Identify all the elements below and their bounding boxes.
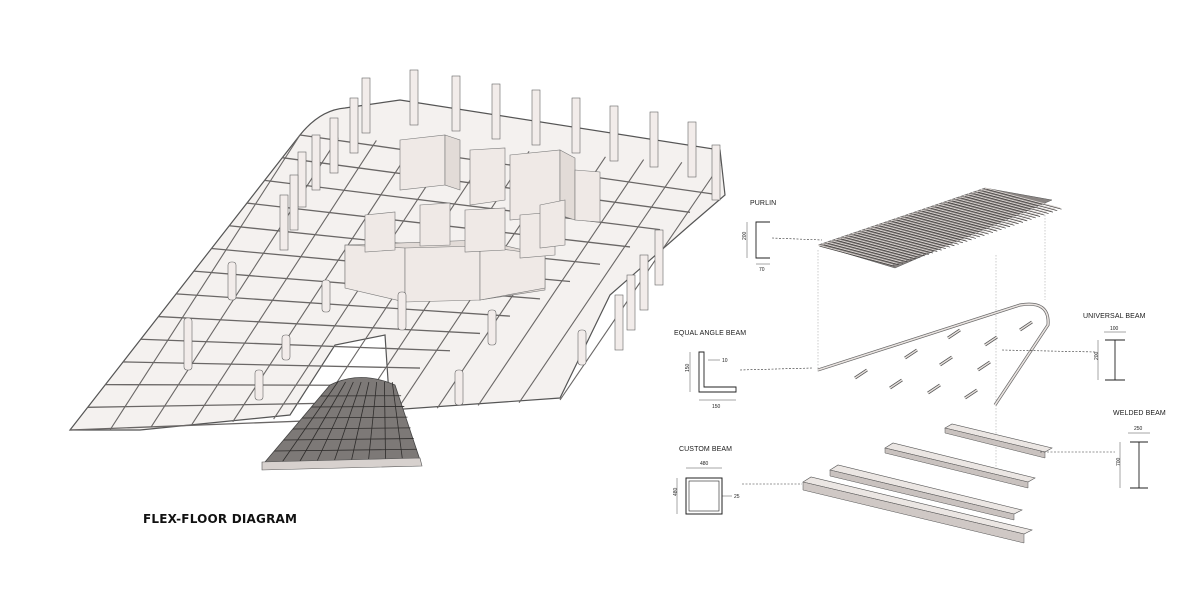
column xyxy=(349,97,359,154)
round-column xyxy=(183,317,193,371)
equal-angle-label: EQUAL ANGLE BEAM xyxy=(674,330,746,337)
purlin-callout: PURLIN 200 70 xyxy=(742,200,823,273)
svg-text:250: 250 xyxy=(1134,426,1143,432)
column xyxy=(711,144,721,201)
round-column xyxy=(321,279,331,313)
column xyxy=(329,117,339,174)
column xyxy=(639,254,649,311)
floor-columns xyxy=(183,69,721,406)
svg-text:150: 150 xyxy=(685,363,691,372)
core-walls xyxy=(344,134,601,303)
svg-text:480: 480 xyxy=(673,487,679,496)
column xyxy=(491,83,501,140)
column xyxy=(609,105,619,162)
column xyxy=(571,97,581,154)
column xyxy=(649,111,659,168)
svg-text:10: 10 xyxy=(722,358,728,364)
welded-label: WELDED BEAM xyxy=(1113,410,1166,417)
deck-slab xyxy=(261,377,423,471)
equal-angle-callout: EQUAL ANGLE BEAM 150 10 150 xyxy=(674,330,813,410)
round-column xyxy=(454,369,464,406)
svg-text:100: 100 xyxy=(1110,326,1119,332)
welded-beam-1 xyxy=(944,423,1053,459)
welded-beam-2 xyxy=(884,442,1036,489)
floor-structure xyxy=(68,69,726,431)
purlin-label: PURLIN xyxy=(750,200,776,207)
column xyxy=(654,229,664,286)
round-column xyxy=(227,261,237,301)
floor-beam xyxy=(477,159,645,406)
custom-callout: CUSTOM BEAM 480 480 25 xyxy=(673,446,802,515)
universal-label: UNIVERSAL BEAM xyxy=(1083,313,1146,320)
floor-beam xyxy=(150,137,339,428)
custom-label: CUSTOM BEAM xyxy=(679,446,732,453)
column xyxy=(626,274,636,331)
round-column xyxy=(397,291,407,331)
round-column xyxy=(254,369,264,401)
svg-text:480: 480 xyxy=(700,461,709,467)
floor-joist xyxy=(123,361,421,369)
round-column xyxy=(281,334,291,361)
column xyxy=(279,194,289,251)
purlin-deck xyxy=(817,187,1062,269)
svg-text:25: 25 xyxy=(734,494,740,500)
svg-text:700: 700 xyxy=(1116,457,1122,466)
column xyxy=(451,75,461,132)
column xyxy=(409,69,419,126)
floor-beam xyxy=(518,161,683,404)
column xyxy=(289,174,299,231)
column xyxy=(531,89,541,146)
svg-text:150: 150 xyxy=(712,404,721,410)
round-column xyxy=(487,309,497,346)
column xyxy=(311,134,321,191)
floor-beam xyxy=(191,140,377,425)
explode-guides xyxy=(817,200,1046,470)
universal-callout: UNIVERSAL BEAM 100 200 xyxy=(1001,313,1146,381)
welded-beam-3 xyxy=(829,464,1023,521)
svg-text:70: 70 xyxy=(759,267,765,273)
floor-joist xyxy=(158,315,481,335)
column xyxy=(297,151,307,208)
round-column xyxy=(577,329,587,366)
column xyxy=(614,294,624,351)
column xyxy=(687,121,697,178)
long-beams xyxy=(802,423,1053,544)
svg-text:200: 200 xyxy=(742,231,748,240)
welded-callout: WELDED BEAM 250 700 xyxy=(1040,410,1166,489)
custom-beam xyxy=(802,476,1033,544)
angle-arch-assembly xyxy=(817,302,1050,406)
column xyxy=(361,77,371,134)
floor-beam xyxy=(109,134,301,431)
svg-text:200: 200 xyxy=(1094,351,1100,360)
diagram-title: FLEX-FLOOR DIAGRAM xyxy=(143,512,298,526)
floor-joist xyxy=(69,419,331,431)
